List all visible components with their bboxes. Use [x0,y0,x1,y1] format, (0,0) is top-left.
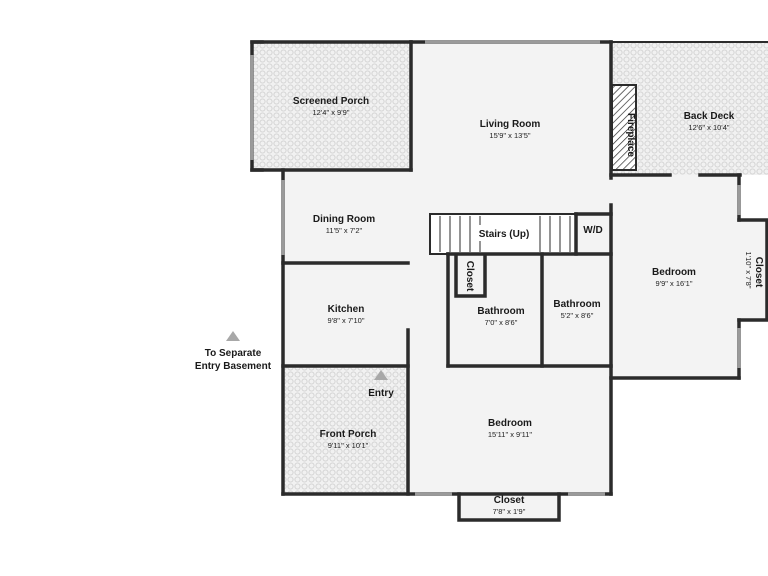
room-front-porch: Front Porch 9'11" x 10'1" [320,429,377,450]
room-dims: 15'9" x 13'5" [489,131,530,140]
separate-entry-marker-icon [226,331,240,341]
room-bedroom-bottom: Bedroom 15'11" x 9'11" [488,418,533,439]
room-dims: 12'6" x 10'4" [688,123,729,132]
fireplace-hatch [611,84,637,171]
room-name: Bedroom [488,418,532,429]
stairs-treads [439,216,571,252]
room-name: Dining Room [313,214,375,225]
room-bedroom-right: Bedroom 9'9" x 16'1" [652,267,696,288]
entry-label: Entry [368,388,394,399]
floor-bedroom-right [611,175,739,378]
room-name: Bathroom [553,299,600,310]
separate-entry-label-1: To Separate [205,348,262,359]
room-dims: 15'11" x 9'11" [488,430,533,439]
room-back-deck: Back Deck 12'6" x 10'4" [684,111,735,132]
walls [250,40,768,522]
room-dims: 7'8" x 1'9" [493,507,526,516]
room-closet-bottom: Closet 7'8" x 1'9" [493,495,526,516]
room-name: Bathroom [477,306,524,317]
room-dims: 9'11" x 10'1" [328,441,369,450]
room-living-room: Living Room 15'9" x 13'5" [480,119,541,140]
fireplace-label: Fireplace [625,113,636,157]
stairs-label: Stairs (Up) [479,229,530,240]
front-porch-floor [283,366,408,494]
room-name: Living Room [480,119,541,130]
room-dims: 11'5" x 7'2" [326,226,363,235]
room-dims: 12'4" x 9'9" [313,108,350,117]
room-name: Closet [753,257,764,288]
room-closet-right: Closet 1'10" x 7'8" [744,252,764,289]
room-name: Closet [494,495,525,506]
room-name: Back Deck [684,111,735,122]
room-name: Screened Porch [293,96,369,107]
wd-label: W/D [583,225,602,236]
back-deck-floor [611,42,768,175]
room-name: Kitchen [328,304,365,315]
entry-marker-icon [374,370,388,380]
floor-closet-bottom [459,494,559,520]
room-bathroom-2: Bathroom 5'2" x 8'6" [553,299,600,320]
room-dims: 9'9" x 16'1" [656,279,693,288]
screened-porch-floor [251,42,411,170]
room-bathroom-1: Bathroom 7'0" x 8'6" [477,306,524,327]
room-dining-room: Dining Room 11'5" x 7'2" [313,214,375,235]
room-dims: 9'8" x 7'10" [328,316,365,325]
room-kitchen: Kitchen 9'8" x 7'10" [328,304,365,325]
room-name: Front Porch [320,429,377,440]
floor-closet-right [739,220,767,320]
windows [250,40,741,496]
room-dims: 5'2" x 8'6" [561,311,594,320]
separate-entry-label-2: Entry Basement [195,361,272,372]
closet-small-label: Closet [464,261,475,292]
room-name: Bedroom [652,267,696,278]
room-dims: 7'0" x 8'6" [485,318,518,327]
room-screened-porch: Screened Porch 12'4" x 9'9" [293,96,369,117]
room-dims: 1'10" x 7'8" [744,252,753,289]
